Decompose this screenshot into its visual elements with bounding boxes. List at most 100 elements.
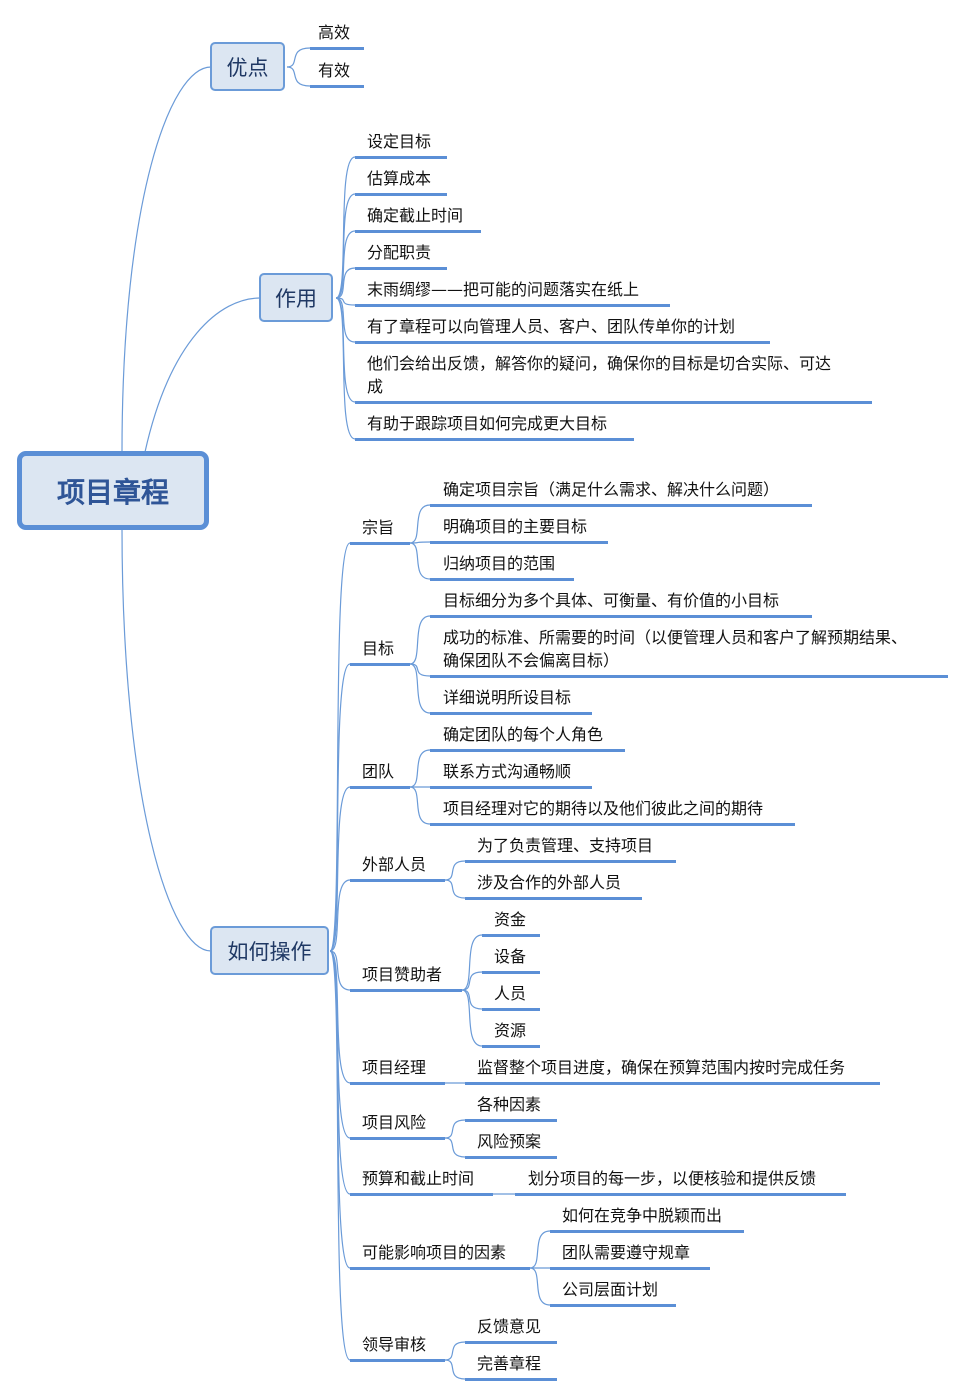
howto-detail[interactable]: 各种因素 <box>477 1095 542 1114</box>
topic-underline <box>430 504 812 507</box>
topic-underline <box>350 1193 493 1196</box>
howto-detail[interactable]: 风险预案 <box>477 1132 542 1151</box>
howto-detail[interactable]: 公司层面计划 <box>562 1280 659 1299</box>
howto-detail[interactable]: 划分项目的每一步，以便核验和提供反馈 <box>528 1169 817 1188</box>
connector <box>335 230 356 299</box>
howto-detail[interactable]: 项目经理对它的期待以及他们彼此之间的期待 <box>443 799 764 818</box>
topic-underline <box>355 438 634 441</box>
howto-detail[interactable]: 资源 <box>494 1021 527 1040</box>
connector <box>461 971 483 991</box>
topic-underline <box>310 47 364 50</box>
howto-detail[interactable]: 确定项目宗旨（满足什么需求、解决什么问题） <box>443 480 780 499</box>
howto-subtopic[interactable]: 宗旨 <box>362 518 395 537</box>
topic-underline <box>350 663 410 666</box>
connector <box>444 1359 466 1380</box>
howto-detail[interactable]: 团队需要遵守规章 <box>562 1243 691 1262</box>
connector <box>335 267 356 299</box>
function-item[interactable]: 有助于跟踪项目如何完成更大目标 <box>367 414 608 433</box>
howto-subtopic[interactable]: 团队 <box>362 762 395 781</box>
function-item[interactable]: 末雨绸缪——把可能的问题落实在纸上 <box>367 280 640 299</box>
topic-underline <box>350 1267 530 1270</box>
howto-detail[interactable]: 归纳项目的范围 <box>443 554 556 573</box>
howto-detail[interactable]: 如何在竞争中脱颖而出 <box>562 1206 723 1225</box>
topic-underline <box>482 1008 540 1011</box>
advantage-item[interactable]: 有效 <box>318 61 351 80</box>
topic-underline <box>355 156 447 159</box>
topic-underline <box>430 541 608 544</box>
function-item[interactable]: 估算成本 <box>367 169 432 188</box>
connector <box>335 297 356 343</box>
howto-detail[interactable]: 监督整个项目进度，确保在预算范围内按时完成任务 <box>477 1058 846 1077</box>
function-item[interactable]: 分配职责 <box>367 243 432 262</box>
node-howto[interactable]: 如何操作 <box>210 926 329 975</box>
function-item[interactable]: 他们会给出反馈，解答你的疑问，确保你的目标是切合实际、可达 成 <box>367 354 832 396</box>
howto-detail[interactable]: 涉及合作的外部人员 <box>477 873 622 892</box>
howto-subtopic[interactable]: 领导审核 <box>362 1335 427 1354</box>
howto-subtopic[interactable]: 目标 <box>362 639 395 658</box>
topic-underline <box>430 823 795 826</box>
howto-detail[interactable]: 人员 <box>494 984 527 1003</box>
connector <box>329 786 351 952</box>
howto-detail[interactable]: 为了负责管理、支持项目 <box>477 836 654 855</box>
howto-subtopic[interactable]: 外部人员 <box>362 855 427 874</box>
howto-subtopic[interactable]: 项目风险 <box>362 1113 427 1132</box>
connector <box>409 749 431 788</box>
howto-detail[interactable]: 详细说明所设目标 <box>443 688 572 707</box>
node-functions[interactable]: 作用 <box>259 273 333 322</box>
topic-underline <box>350 542 410 545</box>
topic-underline <box>355 267 447 270</box>
howto-detail[interactable]: 明确项目的主要目标 <box>443 517 588 536</box>
howto-subtopic[interactable]: 可能影响项目的因素 <box>362 1243 507 1262</box>
topic-underline <box>310 85 364 88</box>
topic-underline <box>430 786 592 789</box>
topic-underline <box>465 1378 557 1381</box>
topic-underline <box>550 1304 676 1307</box>
connector <box>335 297 356 403</box>
connector <box>286 66 311 87</box>
function-item[interactable]: 确定截止时间 <box>367 206 464 225</box>
connector <box>329 542 351 952</box>
connector <box>335 193 356 299</box>
howto-subtopic[interactable]: 预算和截止时间 <box>362 1169 475 1188</box>
howto-detail[interactable]: 目标细分为多个具体、可衡量、有价值的小目标 <box>443 591 780 610</box>
topic-underline <box>350 786 410 789</box>
root-node[interactable]: 项目章程 <box>17 451 209 530</box>
topic-underline <box>482 1045 540 1048</box>
howto-subtopic[interactable]: 项目赞助者 <box>362 965 443 984</box>
topic-underline <box>350 1082 445 1085</box>
connector <box>409 663 431 714</box>
howto-detail[interactable]: 成功的标准、所需要的时间（以便管理人员和客户了解预期结果、 确保团队不会偏离目标… <box>443 628 908 670</box>
function-item[interactable]: 有了章程可以向管理人员、客户、团队传单你的计划 <box>367 317 736 336</box>
advantage-item[interactable]: 高效 <box>318 23 351 42</box>
howto-detail[interactable]: 联系方式沟通畅顺 <box>443 762 572 781</box>
howto-detail[interactable]: 设备 <box>494 947 527 966</box>
connector <box>529 1230 551 1269</box>
howto-subtopic[interactable]: 项目经理 <box>362 1058 427 1077</box>
howto-detail[interactable]: 反馈意见 <box>477 1317 542 1336</box>
topic-underline <box>350 989 462 992</box>
connector <box>329 950 351 991</box>
topic-underline <box>465 1082 880 1085</box>
node-advantages[interactable]: 优点 <box>210 42 285 91</box>
connector-root-functions <box>144 297 261 453</box>
topic-underline <box>482 934 540 937</box>
topic-underline <box>430 578 574 581</box>
topic-underline <box>355 230 481 233</box>
topic-underline <box>482 971 540 974</box>
connector-root-howto <box>121 527 212 952</box>
connector <box>444 1119 466 1139</box>
connector <box>329 950 351 1084</box>
topic-underline <box>355 193 447 196</box>
howto-detail[interactable]: 资金 <box>494 910 527 929</box>
connector <box>409 542 431 580</box>
connector <box>329 663 351 952</box>
topic-underline <box>465 860 676 863</box>
connector <box>444 1137 466 1158</box>
connector <box>329 879 351 952</box>
function-item[interactable]: 设定目标 <box>367 132 432 151</box>
connector <box>329 950 351 1139</box>
howto-detail[interactable]: 确定团队的每个人角色 <box>443 725 604 744</box>
howto-detail[interactable]: 完善章程 <box>477 1354 542 1373</box>
connector <box>461 989 483 1010</box>
